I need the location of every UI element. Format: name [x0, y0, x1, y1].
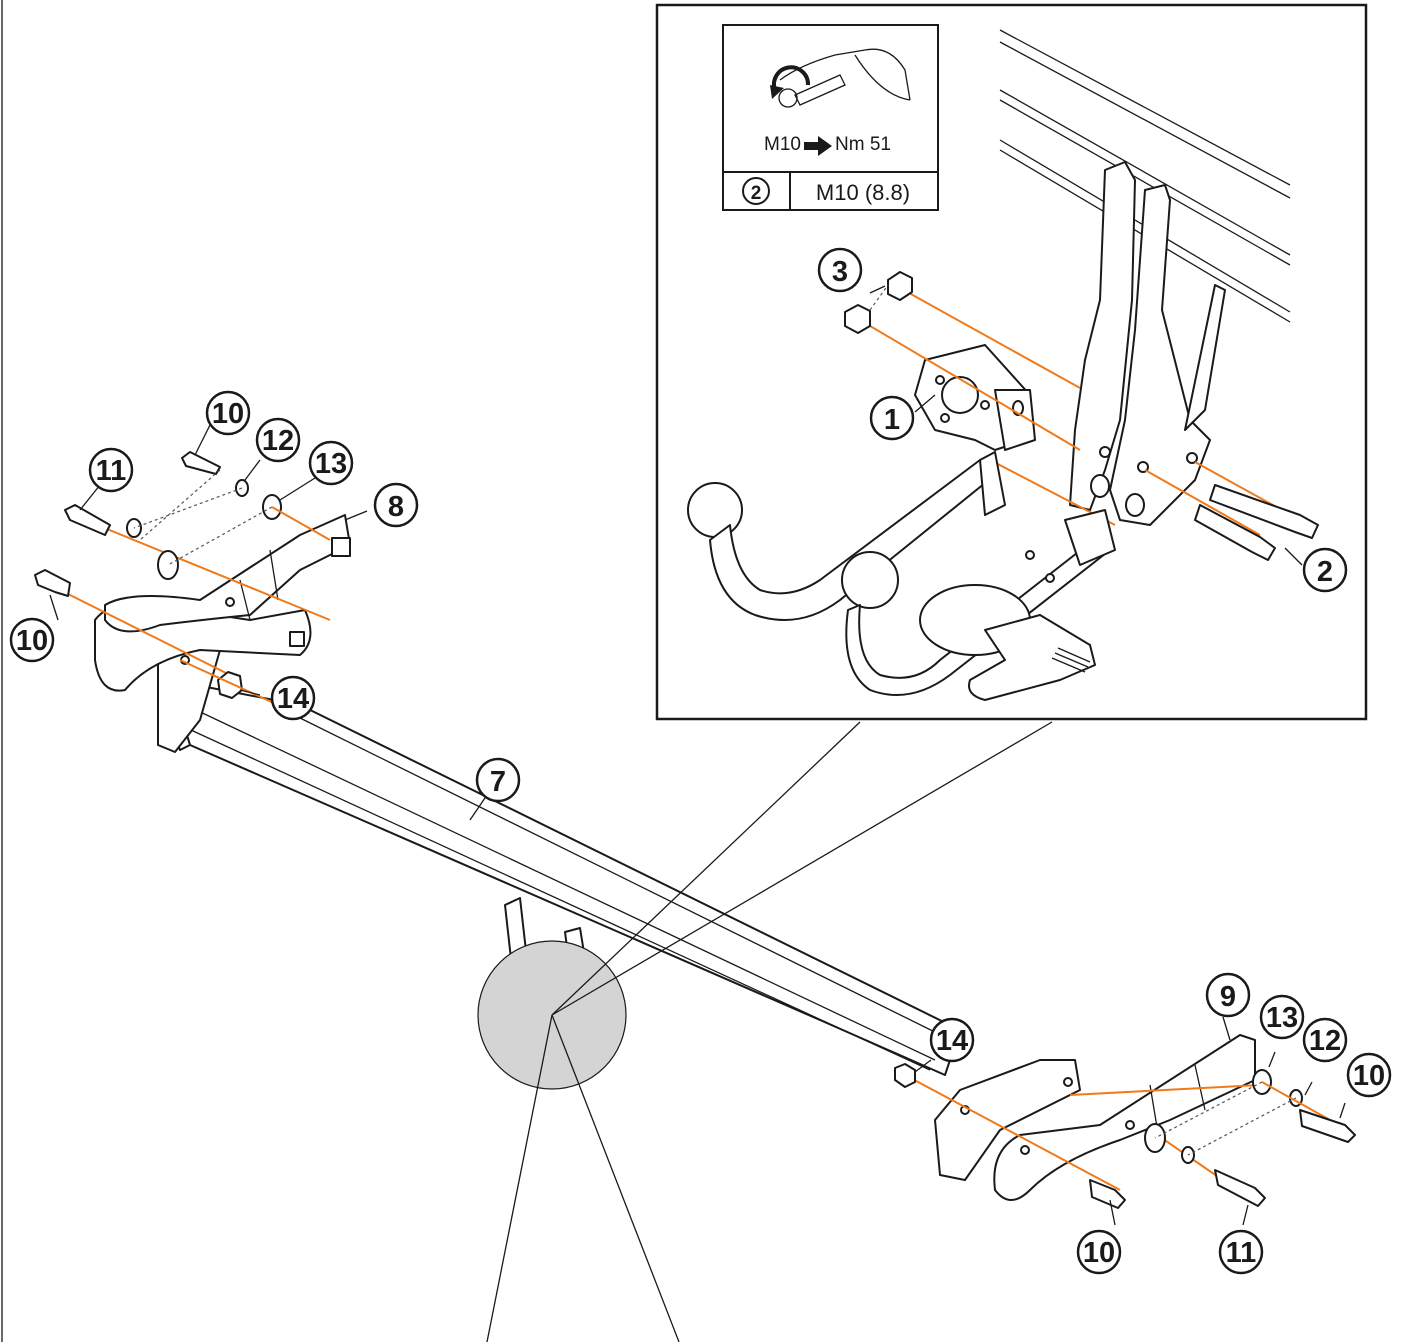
svg-text:8: 8 — [388, 491, 404, 523]
callout-leaders — [49, 285, 1346, 1226]
svg-text:13: 13 — [315, 448, 347, 480]
wrench-hand-icon — [770, 48, 911, 108]
svg-text:12: 12 — [262, 425, 294, 457]
svg-text:13: 13 — [1266, 1002, 1298, 1034]
callout-9: 9 — [1205, 972, 1251, 1018]
svg-text:9: 9 — [1220, 981, 1236, 1013]
callout-13-left: 13 — [308, 440, 354, 486]
callout-10-bottom: 10 — [1076, 1229, 1122, 1275]
callout-14-right: 14 — [929, 1017, 975, 1063]
part-ref-circle — [742, 177, 770, 205]
svg-text:7: 7 — [490, 766, 506, 798]
callout-10-right: 10 — [1346, 1052, 1392, 1098]
callout-13-right: 13 — [1259, 994, 1305, 1040]
callout-2: 2 — [1302, 547, 1348, 593]
callout-11-bottom: 11 — [1218, 1229, 1264, 1275]
bolt-spec-label: M10 (8.8) — [816, 180, 910, 205]
bracket-8 — [104, 514, 351, 633]
torque-value-label: Nm 51 — [835, 134, 891, 155]
torque-bolt-label: M10 — [764, 134, 801, 155]
detail-leader-bottom-left — [486, 1014, 553, 1342]
svg-text:3: 3 — [832, 256, 848, 288]
svg-text:11: 11 — [1226, 1237, 1257, 1269]
svg-text:12: 12 — [1309, 1025, 1341, 1057]
callout-10-top: 10 — [205, 390, 251, 436]
svg-text:10: 10 — [1083, 1237, 1115, 1269]
svg-text:2: 2 — [1317, 556, 1333, 588]
detail-leader-bottom-right — [551, 1014, 680, 1342]
callout-1: 1 — [869, 395, 915, 441]
svg-text:10: 10 — [212, 398, 244, 430]
part-ref-number: 2 — [751, 183, 762, 204]
torque-spec-box: M10 Nm 51 2 M10 (8.8) — [722, 24, 939, 211]
detail-leader-right — [551, 721, 1053, 1016]
detail-inset: M10 Nm 51 2 M10 (8.8) — [655, 3, 1368, 721]
callout-10-left: 10 — [9, 617, 55, 663]
callout-11-left: 11 — [88, 447, 134, 493]
callout-8: 8 — [373, 482, 419, 528]
svg-text:10: 10 — [1353, 1060, 1385, 1092]
callout-7: 7 — [475, 757, 521, 803]
detail-leader-left — [551, 721, 861, 1016]
callout-12-right: 12 — [1302, 1017, 1348, 1063]
svg-text:1: 1 — [884, 404, 900, 436]
svg-text:10: 10 — [16, 625, 48, 657]
callout-12-left: 12 — [255, 417, 301, 463]
arrow-right-icon — [804, 136, 832, 156]
svg-text:11: 11 — [96, 455, 127, 487]
fasteners-right — [894, 1063, 1356, 1209]
callout-14-left: 14 — [270, 675, 316, 721]
svg-text:14: 14 — [936, 1025, 968, 1057]
callout-3: 3 — [817, 247, 863, 293]
svg-text:14: 14 — [277, 683, 309, 715]
fasteners-left — [34, 451, 331, 716]
crossbar-7 — [157, 639, 961, 1076]
